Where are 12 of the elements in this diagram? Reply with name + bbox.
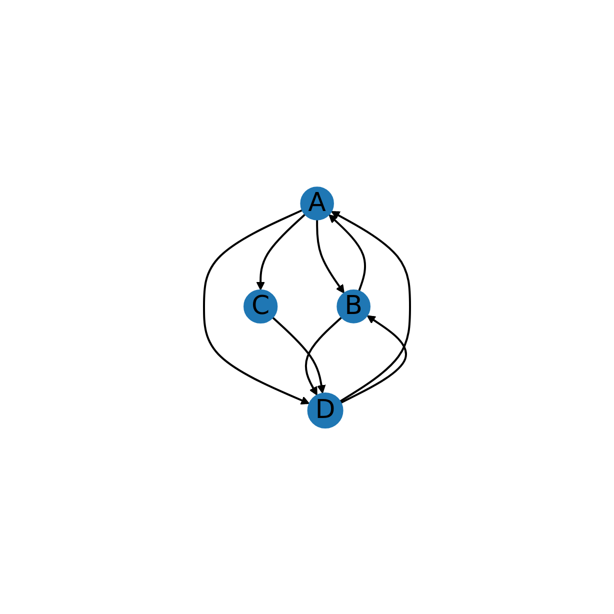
- arrow: [331, 211, 411, 402]
- arrow: [304, 316, 342, 396]
- arrow: [203, 209, 310, 404]
- arrow: [256, 214, 306, 290]
- node-circle: A: [300, 186, 334, 220]
- arrow: [316, 220, 344, 294]
- node-circle: C: [244, 289, 278, 324]
- arrow: [272, 316, 326, 394]
- arrow: [340, 315, 407, 404]
- arrow: [328, 214, 366, 292]
- node-circle: B: [336, 290, 370, 324]
- node-circle: D: [307, 392, 344, 429]
